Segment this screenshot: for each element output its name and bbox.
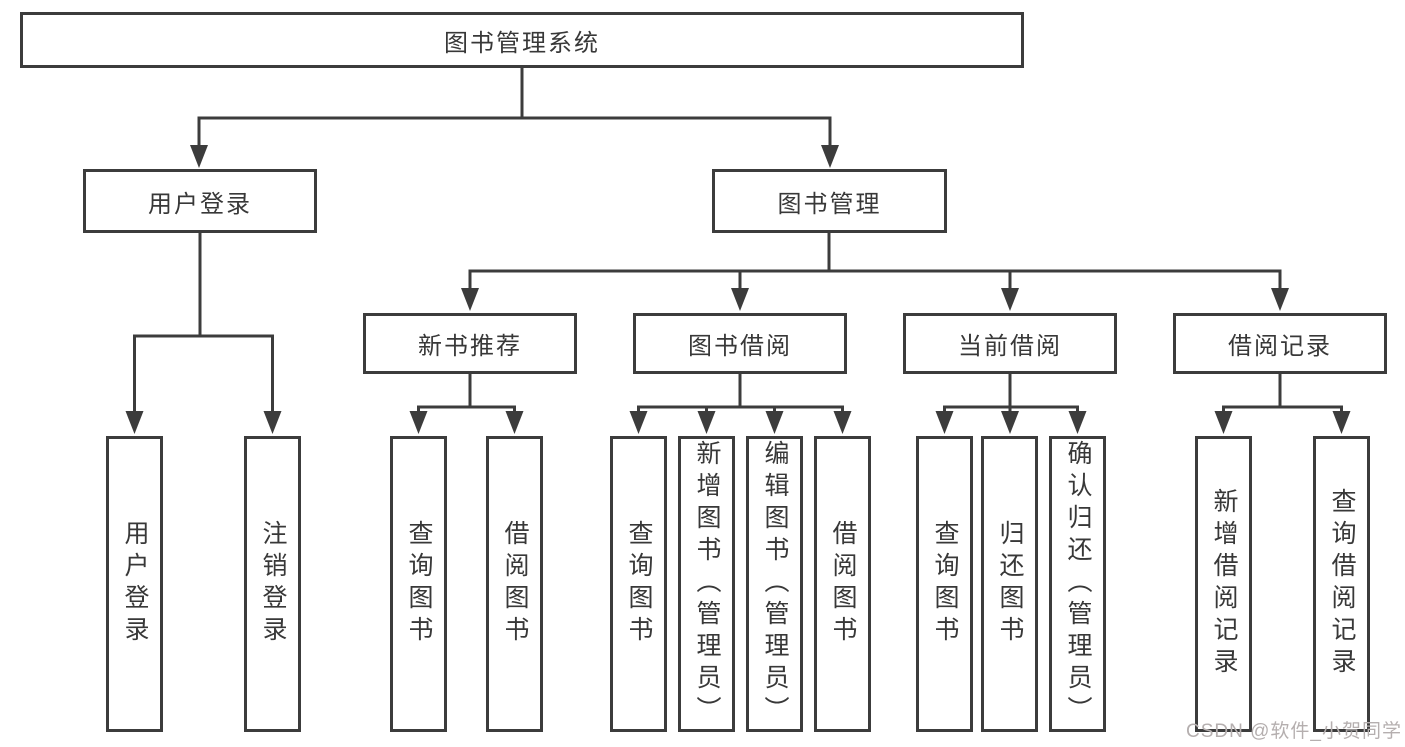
leaf-records-query-record-label: 查询借阅记录 <box>1328 488 1356 680</box>
node-current-borrowing: 当前借阅 <box>903 313 1117 374</box>
leaf-logout-label: 注销登录 <box>259 520 287 648</box>
connector-new-book-recommend-to-leaves <box>409 374 524 434</box>
leaf-current-return-books: 归还图书 <box>981 436 1038 732</box>
leaf-recommend-query-books-label: 查询图书 <box>405 520 433 648</box>
node-user-login-label: 用户登录 <box>148 190 252 218</box>
node-user-login: 用户登录 <box>83 169 317 233</box>
connector-current-borrowing-to-leaves <box>935 374 1087 434</box>
node-borrowing-records: 借阅记录 <box>1173 313 1387 374</box>
leaf-borrowing-edit-books: 编辑图书（管理员） <box>746 436 803 732</box>
leaf-recommend-borrow-books-label: 借阅图书 <box>501 520 529 648</box>
leaf-recommend-borrow-books: 借阅图书 <box>486 436 543 732</box>
leaf-borrowing-add-books-label: 新增图书（管理员） <box>693 440 721 728</box>
leaf-current-return-books-label: 归还图书 <box>996 520 1024 648</box>
node-book-management-label: 图书管理 <box>777 190 882 218</box>
leaf-borrowing-edit-books-label: 编辑图书（管理员） <box>761 440 789 728</box>
leaf-borrowing-borrow-books-label: 借阅图书 <box>829 520 857 648</box>
node-root: 图书管理系统 <box>20 12 1024 68</box>
connector-book-management-to-level3 <box>461 233 1289 311</box>
node-current-borrowing-label: 当前借阅 <box>958 333 1062 360</box>
leaf-user-login-label: 用户登录 <box>121 520 149 648</box>
leaf-records-query-record: 查询借阅记录 <box>1313 436 1370 732</box>
connector-user-login-to-leaves <box>125 233 282 434</box>
leaf-borrowing-query-books-label: 查询图书 <box>625 520 653 648</box>
leaf-borrowing-add-books: 新增图书（管理员） <box>678 436 735 732</box>
leaf-user-login: 用户登录 <box>106 436 163 732</box>
leaf-borrowing-borrow-books: 借阅图书 <box>814 436 871 732</box>
connector-borrowing-records-to-leaves <box>1214 374 1351 434</box>
leaf-logout: 注销登录 <box>244 436 301 732</box>
node-borrowing-records-label: 借阅记录 <box>1228 333 1332 360</box>
leaf-current-confirm-return-label: 确认归还（管理员） <box>1064 440 1092 728</box>
leaf-recommend-query-books: 查询图书 <box>390 436 447 732</box>
node-book-management: 图书管理 <box>712 169 947 233</box>
node-new-book-recommend-label: 新书推荐 <box>418 333 522 360</box>
leaf-borrowing-query-books: 查询图书 <box>610 436 667 732</box>
connector-root-to-level2 <box>190 68 839 168</box>
csdn-watermark: CSDN @软件_小贺同学 <box>1186 721 1402 742</box>
node-book-borrowing-label: 图书借阅 <box>688 333 792 360</box>
leaf-records-add-record: 新增借阅记录 <box>1195 436 1252 732</box>
leaf-records-add-record-label: 新增借阅记录 <box>1210 488 1238 680</box>
node-new-book-recommend: 新书推荐 <box>363 313 577 374</box>
leaf-current-query-books-label: 查询图书 <box>931 520 959 648</box>
leaf-current-query-books: 查询图书 <box>916 436 973 732</box>
node-book-borrowing: 图书借阅 <box>633 313 847 374</box>
leaf-current-confirm-return: 确认归还（管理员） <box>1049 436 1106 732</box>
connector-book-borrowing-to-leaves <box>629 374 852 434</box>
node-root-label: 图书管理系统 <box>444 29 600 57</box>
